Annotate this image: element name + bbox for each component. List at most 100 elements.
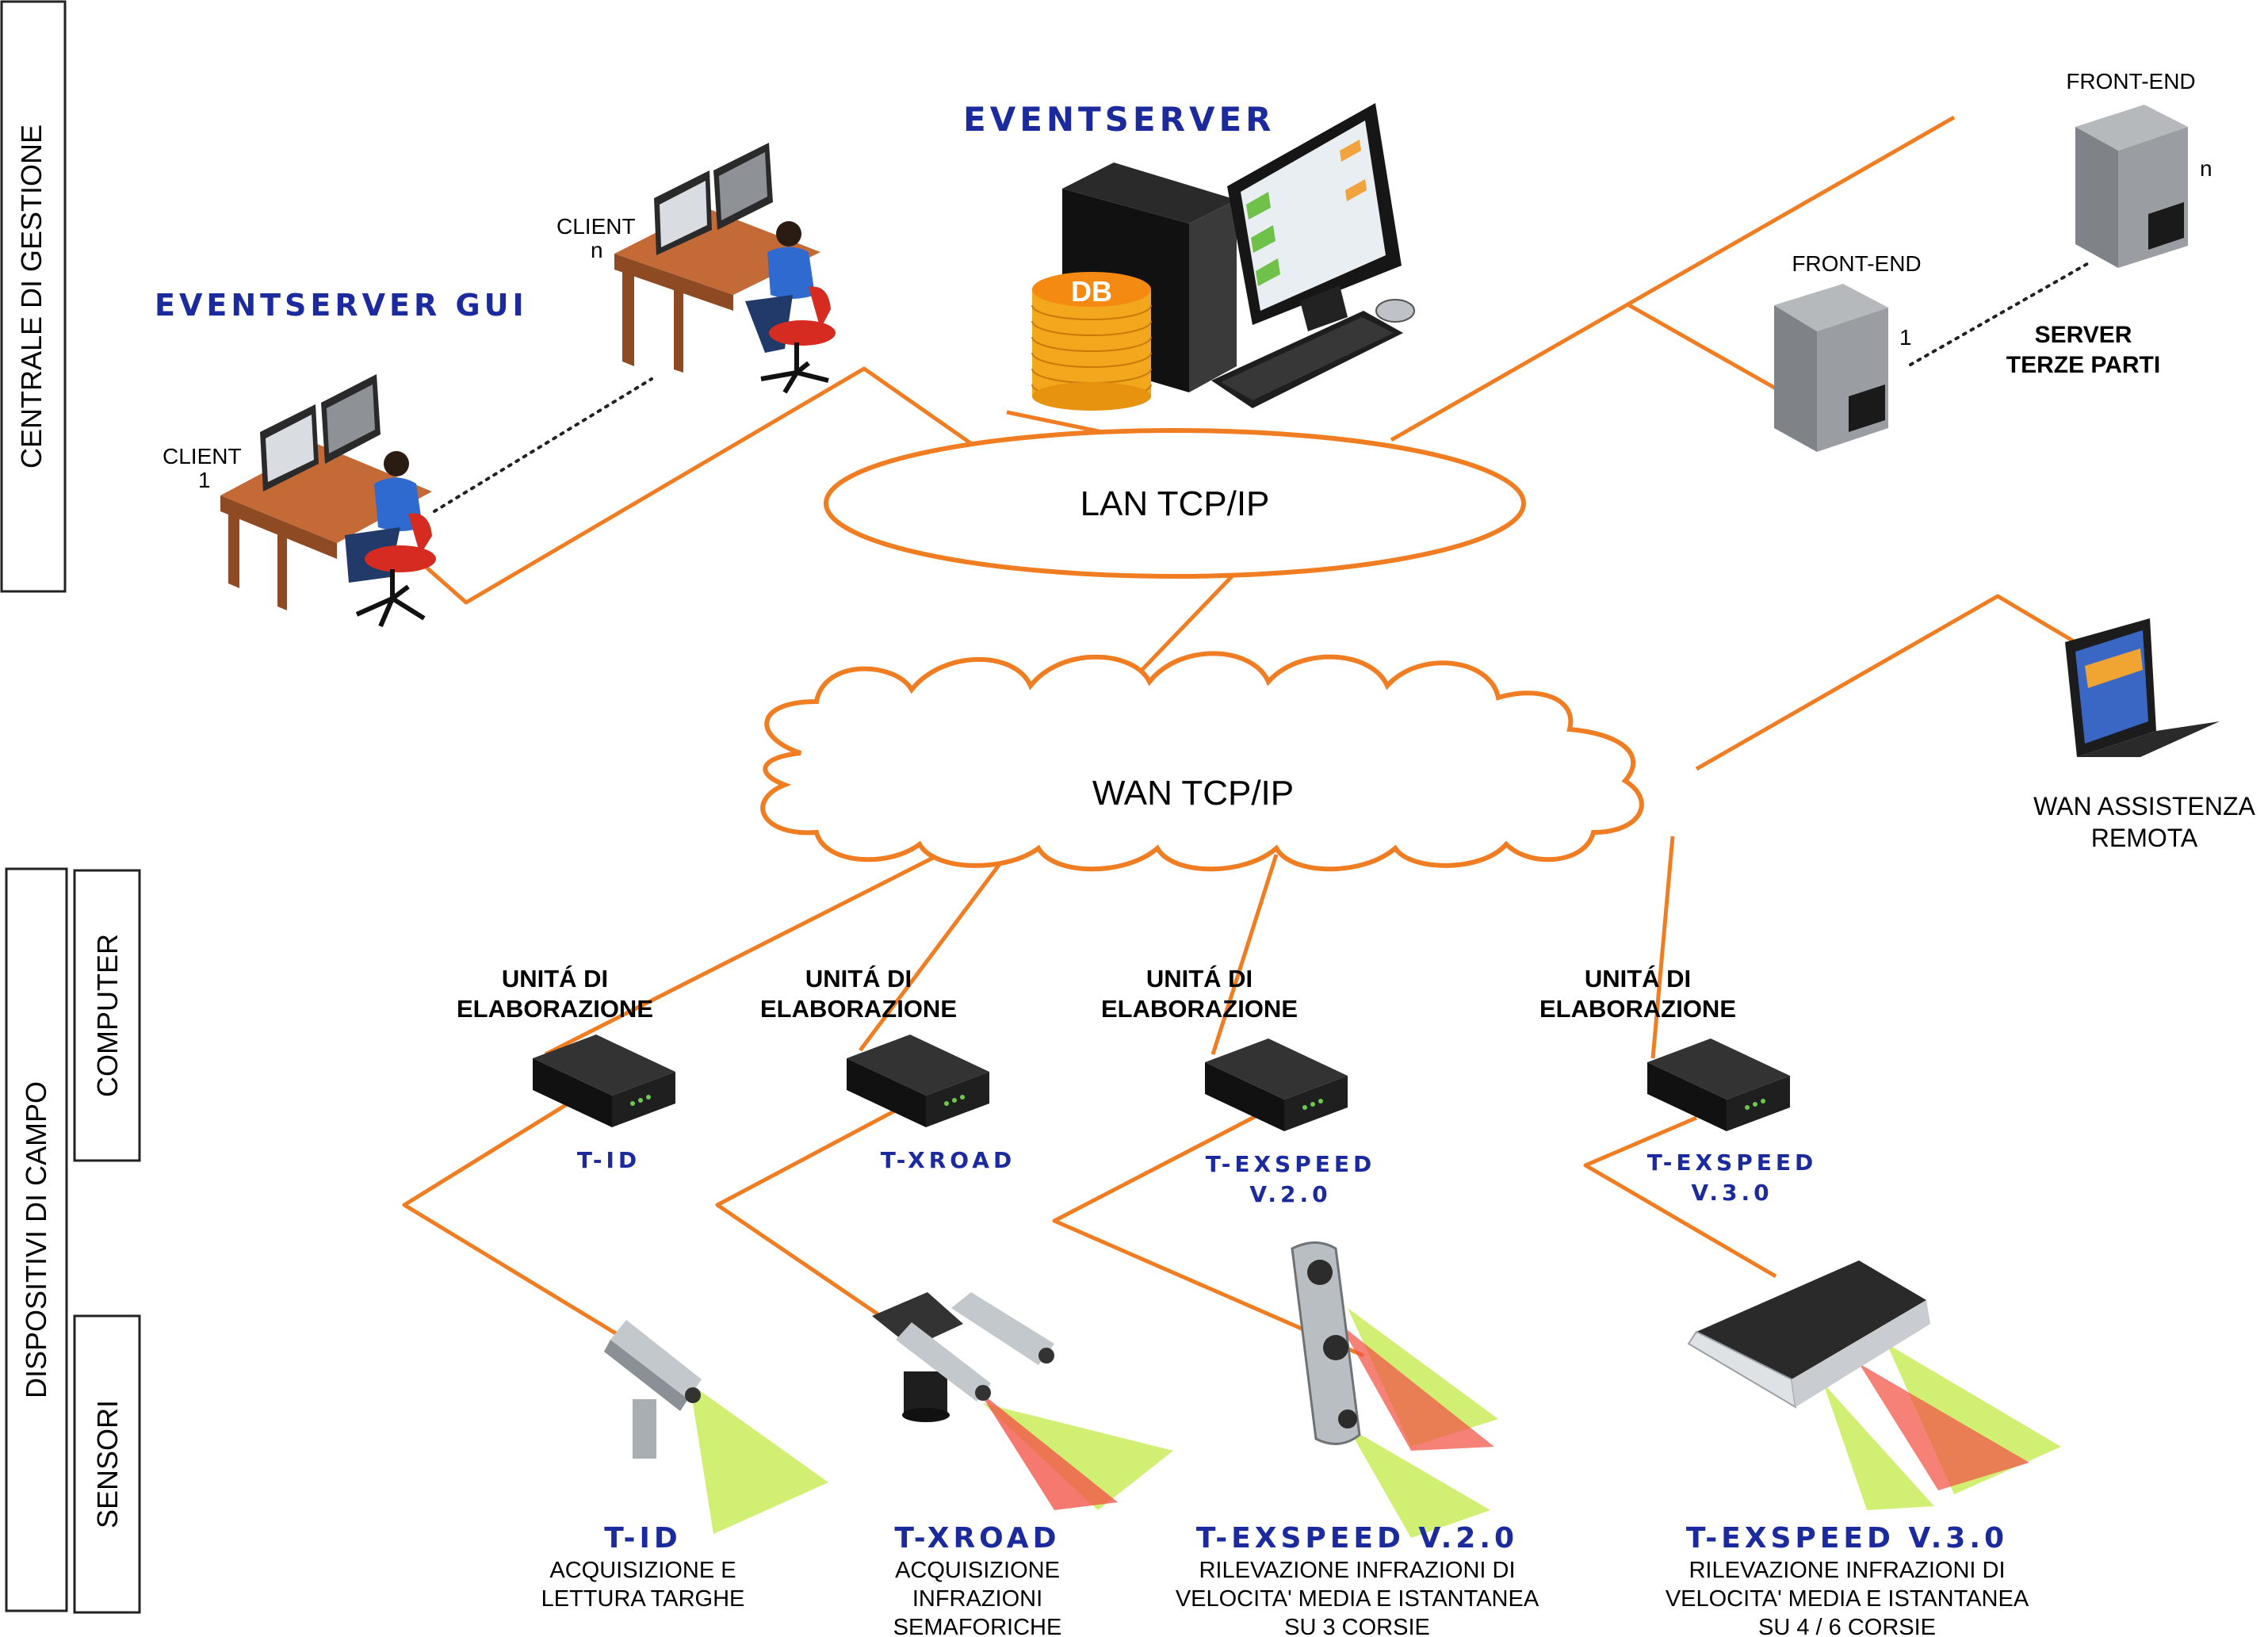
unit-1-box-front (612, 1072, 675, 1127)
sensor-caption-1: T-ID ACQUISIZIONE E LETTURA TARGHE (541, 1522, 745, 1612)
link-wan-unit4 (1650, 836, 1675, 1059)
client-n-label: CLIENT (556, 214, 636, 239)
frontend-n-bay (2148, 202, 2184, 250)
client-1-chair-base (355, 584, 426, 628)
wan-cloud: WAN TCP/IP (760, 651, 1644, 872)
db-bottom (1032, 382, 1151, 411)
sensor-2-name: T-XROAD (894, 1522, 1060, 1555)
txroad-base-foot (902, 1408, 950, 1422)
client-1-label: CLIENT (163, 444, 242, 469)
txroad-beam-green (983, 1403, 1173, 1510)
texspeed3-beam-red (1859, 1364, 2029, 1490)
server-tower-top (1062, 163, 1237, 224)
frontend-n-tower (2075, 105, 2188, 268)
link-unit1-tid (402, 1100, 628, 1342)
client-1-chair-seat (365, 545, 436, 572)
wan-label: WAN TCP/IP (1092, 774, 1294, 813)
sensor-texspeed2 (1291, 1241, 1498, 1538)
eventserver-title: EVENTSERVER (963, 100, 1276, 139)
db-label: DB (1071, 275, 1112, 308)
client-n-index: n (591, 238, 603, 262)
unit-1-box-side (533, 1058, 612, 1127)
tid-lens (685, 1387, 701, 1403)
keyboard-keys (1221, 317, 1394, 400)
lan-cloud: LAN TCP/IP (824, 428, 1526, 579)
sensor-2-desc-3: SEMAFORICHE (893, 1615, 1062, 1637)
lan-label: LAN TCP/IP (1080, 484, 1270, 523)
tid-beam (690, 1383, 828, 1534)
sensor-2-desc-1: ACQUISIZIONE (895, 1558, 1060, 1583)
link-wan-unit1 (544, 852, 941, 1057)
tid-camera-underside (604, 1340, 688, 1411)
txroad-camera-bottom (896, 1322, 991, 1402)
unit-3-label-1: UNITÁ DI (1146, 965, 1253, 993)
field-section-box (5, 867, 68, 1612)
client-1-desk-leg (228, 511, 239, 588)
sensor-4-name: T-EXSPEED V.3.0 (1686, 1522, 2008, 1555)
sensor-txroad (872, 1292, 1173, 1510)
sensor-texspeed3 (1687, 1260, 2061, 1510)
frontend-n-label: FRONT-END (2066, 69, 2195, 94)
link-lan-frontend-n (1390, 115, 1956, 442)
texspeed2-beam-green-top (1348, 1308, 1498, 1447)
unit-3-product-version: V.2.0 (1249, 1181, 1331, 1207)
sensor-tid (604, 1320, 828, 1534)
texspeed3-front (1792, 1300, 1930, 1407)
processing-unit-4: UNITÁ DI ELABORAZIONE T-EXSPEED V.3.0 (1539, 965, 1818, 1206)
unit-3-box-side (1205, 1062, 1284, 1131)
client-1-index: 1 (198, 468, 211, 492)
field-section-label: DISPOSITIVI DI CAMPO (20, 1081, 52, 1398)
unit-4-box-side (1647, 1062, 1727, 1131)
network-links (402, 115, 2101, 1358)
unit-4-product: T-EXSPEED (1647, 1149, 1818, 1176)
client-n-shirt (767, 247, 815, 299)
remote-label-1: WAN ASSISTENZA (2033, 792, 2255, 820)
client-n-chair-back (809, 286, 831, 329)
texspeed2-lens-bottom (1338, 1409, 1357, 1429)
unit-4-product-version: V.3.0 (1691, 1180, 1773, 1206)
sensor-4-desc-3: SU 4 / 6 CORSIE (1758, 1615, 1936, 1637)
client-dotted-link (433, 377, 653, 513)
texspeed2-beam-red (1340, 1324, 1494, 1451)
unit-3-label-2: ELABORAZIONE (1101, 995, 1298, 1023)
unit-3-box-front (1284, 1076, 1348, 1131)
client-n-screen-2 (719, 152, 767, 220)
sensor-3-desc-2: VELOCITA' MEDIA E ISTANTANEA (1176, 1586, 1539, 1612)
unit-2-label-1: UNITÁ DI (805, 965, 912, 993)
remote-laptop (2065, 618, 2220, 757)
sensors-section-label: SENSORI (91, 1400, 124, 1528)
sensor-2-desc-2: INFRAZIONI (912, 1586, 1042, 1612)
unit-3-product: T-EXSPEED (1206, 1151, 1376, 1177)
tid-camera-body (610, 1320, 702, 1399)
client-1-workstation (220, 374, 436, 628)
txroad-lens-bottom (975, 1385, 991, 1401)
link-wan-remote (1695, 594, 2101, 771)
frontend-1-side (1774, 305, 1817, 452)
client-n-head (776, 221, 801, 247)
database-cylinder: DB (1031, 272, 1152, 411)
screen-alerts (1340, 140, 1367, 201)
screen-rows (1246, 192, 1280, 286)
laptop-screen-panel (2085, 648, 2143, 688)
unit-2-box-side (847, 1058, 926, 1127)
client-n-workstation (614, 143, 836, 394)
client-1-desk-edge (220, 495, 337, 559)
sensor-caption-3: T-EXSPEED V.2.0 RILEVAZIONE INFRAZIONI D… (1176, 1522, 1539, 1637)
frontend-1-tower (1774, 284, 1888, 452)
sensor-3-desc-1: RILEVAZIONE INFRAZIONI DI (1199, 1558, 1515, 1583)
texspeed2-lens-mid (1323, 1335, 1348, 1360)
client-1-chair-back (408, 513, 432, 555)
wan-cloud-shape (760, 651, 1644, 872)
sensor-4-desc-1: RILEVAZIONE INFRAZIONI DI (1689, 1558, 2005, 1583)
txroad-mount (872, 1292, 963, 1348)
tid-pole (633, 1399, 656, 1459)
client-n-chair-seat (769, 320, 836, 346)
unit-3-box-top (1205, 1038, 1348, 1100)
computer-section-box (73, 869, 141, 1162)
lan-ellipse (824, 428, 1526, 579)
unit-2-box-top (847, 1035, 989, 1096)
monitor-stand (1300, 285, 1348, 331)
texspeed2-beam-green-bottom (1348, 1427, 1490, 1538)
central-section-label: CENTRALE DI GESTIONE (15, 124, 48, 469)
remote-label-2: REMOTA (2091, 824, 2198, 852)
